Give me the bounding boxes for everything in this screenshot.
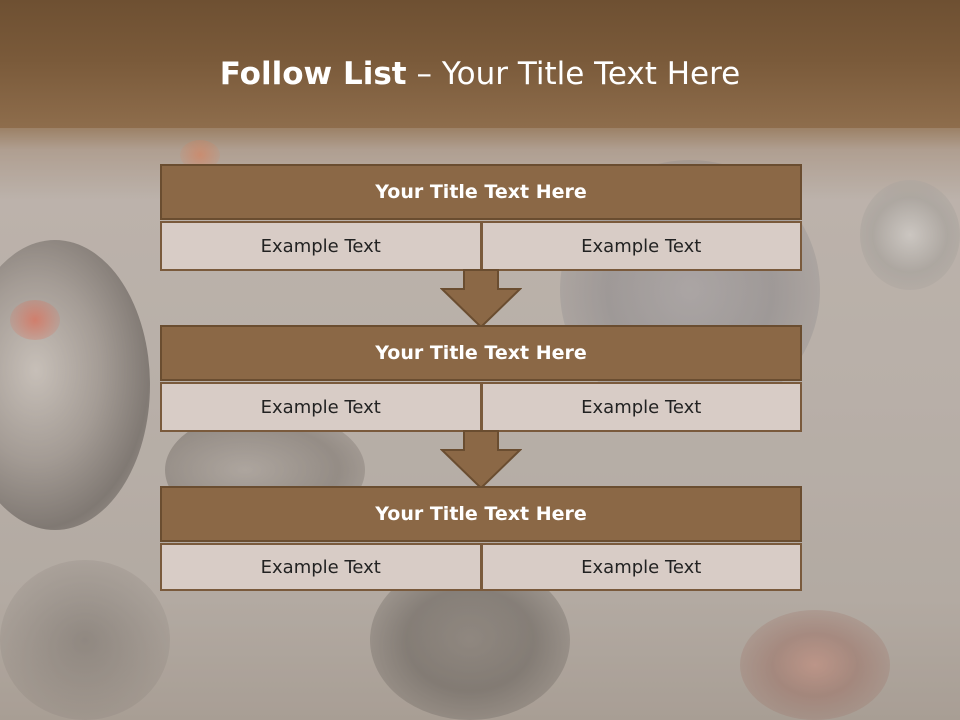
list-block-2-row: Example Text Example Text [160,382,802,432]
list-block-2-right-cell: Example Text [481,382,802,432]
list-block-3-left-cell: Example Text [160,543,482,591]
list-block-2-title: Your Title Text Here [160,325,802,381]
list-block-2-left-cell: Example Text [160,382,482,432]
list-block-1: Your Title Text Here Example Text Exampl… [160,164,802,271]
background-red-indicator [10,300,60,340]
slide-title-rest: – Your Title Text Here [406,56,741,92]
list-block-1-row: Example Text Example Text [160,221,802,271]
down-arrow-icon [440,430,522,490]
list-block-3-right-cell: Example Text [481,543,802,591]
list-block-3-title: Your Title Text Here [160,486,802,542]
slide-title: Follow List – Your Title Text Here [0,56,960,92]
slide-title-bold: Follow List [219,56,407,92]
list-block-3: Your Title Text Here Example Text Exampl… [160,486,802,591]
list-block-1-right-cell: Example Text [481,221,802,271]
background-dial-far-right [860,180,960,290]
background-switch-panel [740,610,890,720]
background-gauge-left [0,240,150,530]
list-block-3-row: Example Text Example Text [160,543,802,591]
list-block-2: Your Title Text Here Example Text Exampl… [160,325,802,432]
list-block-1-left-cell: Example Text [160,221,482,271]
list-block-1-title: Your Title Text Here [160,164,802,220]
down-arrow-icon [440,269,522,329]
background-lower-left-panel [0,560,170,720]
